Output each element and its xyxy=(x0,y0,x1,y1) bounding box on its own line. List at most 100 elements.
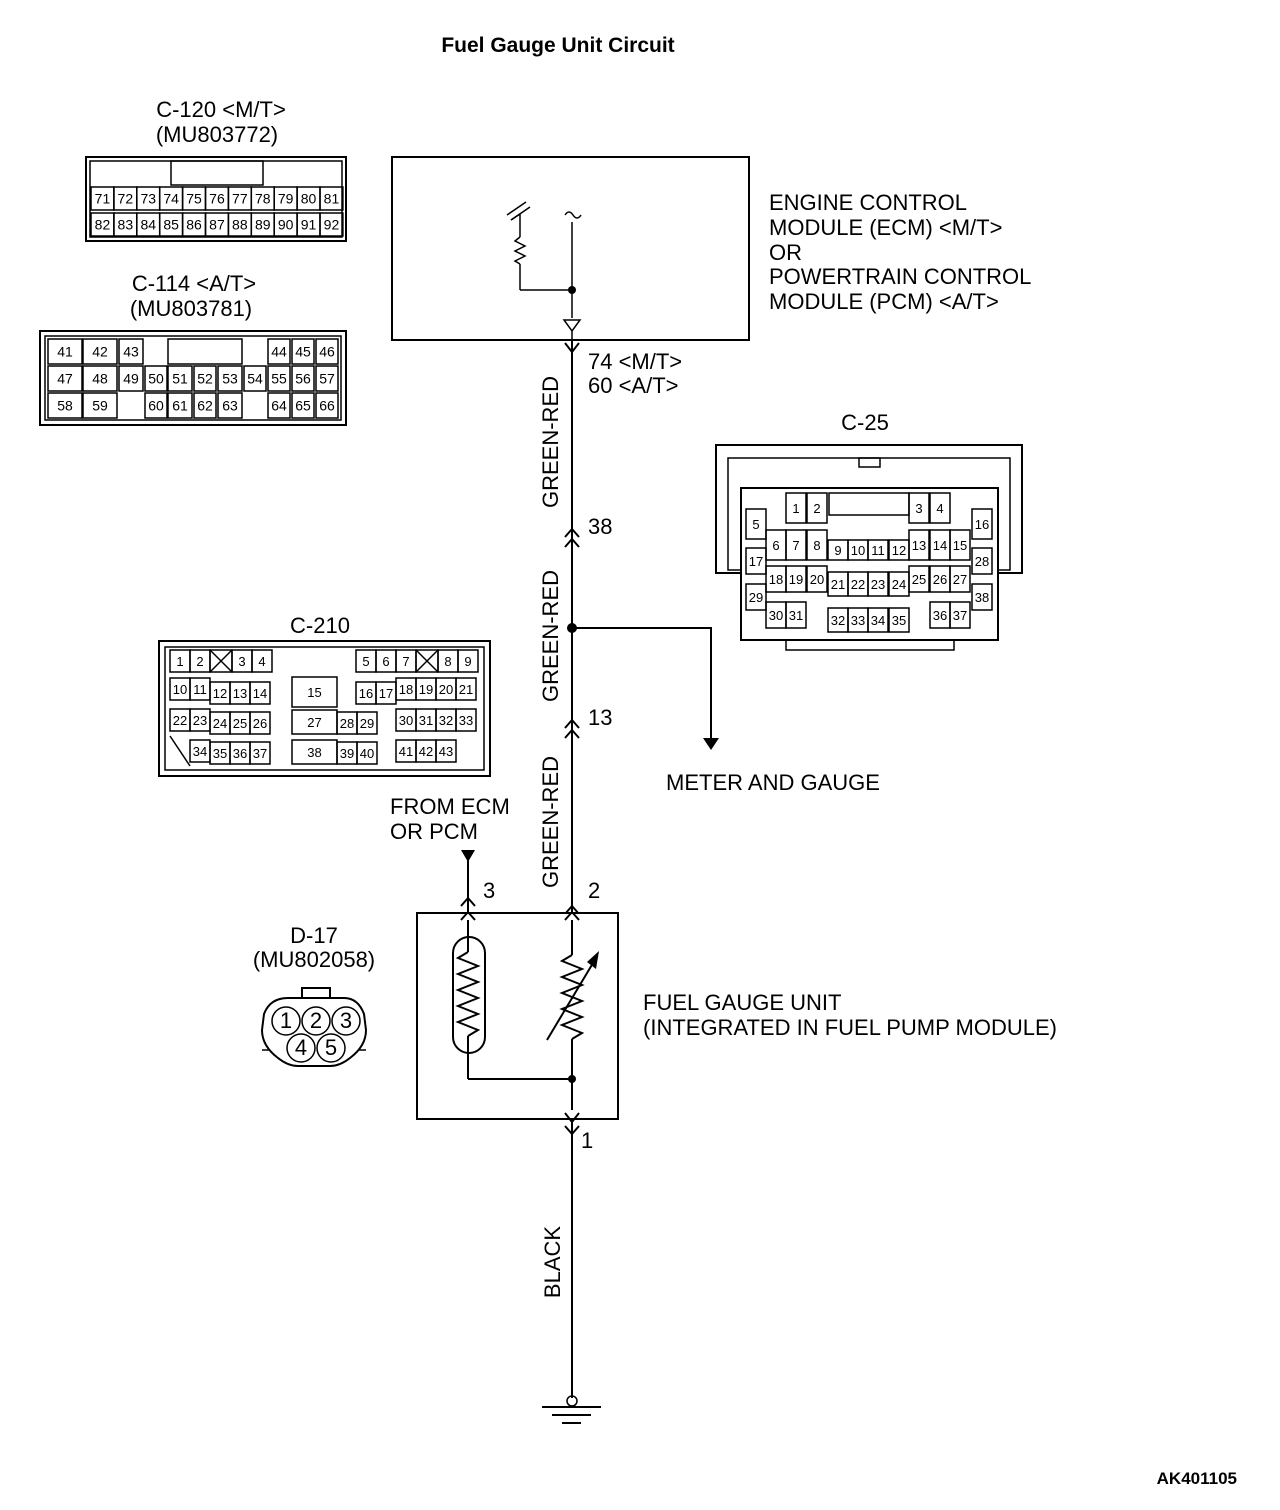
pin-cell xyxy=(291,338,315,365)
pin-3: 3 xyxy=(483,878,495,903)
pin-cell xyxy=(319,212,344,237)
connector-d17-name: D-17 xyxy=(290,923,338,948)
pin-number: 74 xyxy=(163,191,179,207)
pin-number: 30 xyxy=(769,608,783,623)
pin-cell xyxy=(455,708,477,732)
pin-number: 13 xyxy=(912,538,926,553)
pin-number: 30 xyxy=(399,713,413,728)
pin-number: 86 xyxy=(186,217,202,233)
pin-cell xyxy=(949,601,971,629)
pin-number: 22 xyxy=(851,577,865,592)
pin-number: 41 xyxy=(57,344,73,360)
pin-38: 38 xyxy=(588,514,612,539)
pin-cell xyxy=(82,392,118,419)
pin-cell xyxy=(249,741,271,765)
connector-c210-name: C-210 xyxy=(290,613,350,638)
pin-number: 8 xyxy=(813,538,820,553)
pin-number: 40 xyxy=(360,746,374,761)
pin-number: 23 xyxy=(193,713,207,728)
pin-cell xyxy=(315,392,339,419)
pin-1: 1 xyxy=(581,1128,593,1153)
pin-cell xyxy=(457,649,479,673)
pin-number: 52 xyxy=(197,371,213,387)
pin-number: 92 xyxy=(324,217,340,233)
connector-chamfer xyxy=(169,735,191,767)
pin-number: 27 xyxy=(953,572,967,587)
pin-number: 20 xyxy=(439,682,453,697)
pin-number: 54 xyxy=(247,371,263,387)
pin-number: 88 xyxy=(232,217,248,233)
pin-number: 21 xyxy=(459,682,473,697)
pin-number: 87 xyxy=(209,217,225,233)
pin-number: 84 xyxy=(140,217,156,233)
pin-number: 73 xyxy=(140,191,156,207)
wire-color-black: BLACK xyxy=(540,1226,565,1298)
pin-cell xyxy=(908,565,930,593)
pin-number: 25 xyxy=(912,572,926,587)
pin-number: 3 xyxy=(915,501,922,516)
pin-cell xyxy=(785,492,807,524)
pin-cell xyxy=(929,492,951,524)
pin-number: 42 xyxy=(92,344,108,360)
pin-cell xyxy=(785,529,807,561)
pin-number: 2 xyxy=(813,501,820,516)
pin-number: 7 xyxy=(792,538,799,553)
pin-number: 50 xyxy=(148,371,164,387)
pin-cell xyxy=(315,365,339,392)
pin-number: 1 xyxy=(176,654,183,669)
pin-number: 23 xyxy=(871,577,885,592)
pin-cell xyxy=(267,338,291,365)
pin-number: 8 xyxy=(444,654,451,669)
pin-number: 47 xyxy=(57,371,73,387)
pin-number: 91 xyxy=(301,217,317,233)
pin-number: 57 xyxy=(319,371,335,387)
pin-cell xyxy=(193,365,217,392)
pin-number: 49 xyxy=(123,371,139,387)
pin-cell xyxy=(806,565,828,593)
blank-pin-cross xyxy=(209,649,233,673)
pin-number: 2 xyxy=(310,1008,322,1033)
pin-number: 46 xyxy=(319,344,335,360)
pin-number: 56 xyxy=(295,371,311,387)
pin-2: 2 xyxy=(588,878,600,903)
pin-number: 24 xyxy=(892,577,906,592)
pin-number: 25 xyxy=(233,716,247,731)
pin-13: 13 xyxy=(588,705,612,730)
connector-c114-part: (MU803781) xyxy=(130,296,252,321)
pin-cell xyxy=(949,565,971,593)
pin-cell xyxy=(249,711,271,735)
pin-number: 5 xyxy=(325,1035,337,1060)
fuel-gauge-unit xyxy=(416,910,619,1124)
pin-number: 6 xyxy=(772,538,779,553)
wire-color-2: GREEN-RED xyxy=(538,570,563,702)
pin-cell xyxy=(908,529,930,561)
pin-cell xyxy=(286,1033,316,1063)
from-ecm-line1: FROM ECM xyxy=(390,794,510,819)
pin-number: 75 xyxy=(186,191,202,207)
diagram-title: Fuel Gauge Unit Circuit xyxy=(441,34,674,57)
pin-cell xyxy=(267,365,291,392)
ecm-label-line1: ENGINE CONTROL xyxy=(769,190,967,215)
pin-number: 20 xyxy=(810,572,824,587)
ecm-label-line5: MODULE (PCM) <A/T> xyxy=(769,289,999,314)
pin-number: 79 xyxy=(278,191,294,207)
pin-cell xyxy=(47,338,83,365)
pin-cell xyxy=(745,547,767,575)
pin-number: 17 xyxy=(749,554,763,569)
pin-cell xyxy=(271,1006,301,1036)
pin-number: 29 xyxy=(360,716,374,731)
pin-cell xyxy=(971,547,993,575)
pin-number: 45 xyxy=(295,344,311,360)
pin-cell xyxy=(319,186,344,211)
pin-number: 14 xyxy=(253,686,267,701)
pin-cell xyxy=(356,741,378,765)
wire-color-3: GREEN-RED xyxy=(538,756,563,888)
pin-number: 36 xyxy=(233,746,247,761)
pin-number: 90 xyxy=(278,217,294,233)
pin-cell xyxy=(356,711,378,735)
ecm-pin-mt: 74 <M/T> xyxy=(588,349,682,374)
